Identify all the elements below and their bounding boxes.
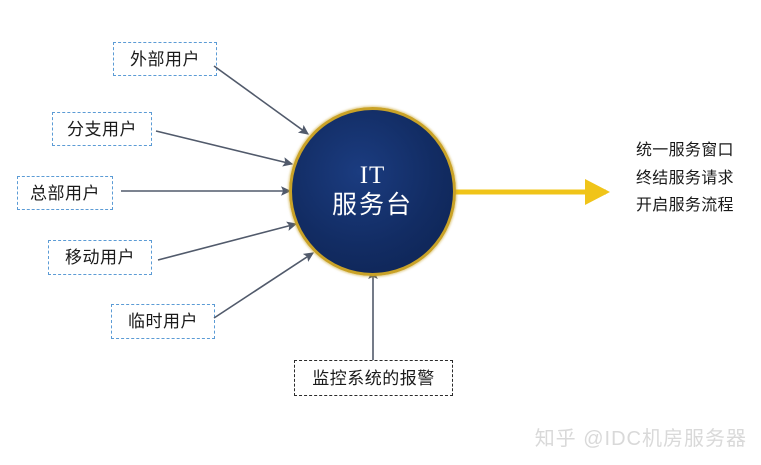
- label-text-temporary-user: 临时用户: [128, 312, 198, 331]
- label-box-temporary-user[interactable]: 临时用户: [111, 304, 215, 339]
- label-text-external-user: 外部用户: [130, 49, 200, 69]
- label-text-monitoring-alert: 监控系统的报警: [312, 368, 435, 388]
- label-box-monitoring-alert[interactable]: 监控系统的报警: [294, 360, 453, 396]
- label-box-mobile-user[interactable]: 移动用户: [48, 240, 152, 275]
- arrow-branch-user: [155, 130, 294, 167]
- arrow-external-user: [213, 65, 310, 135]
- hub-title-line-1: IT: [359, 161, 386, 189]
- it-service-desk-hub[interactable]: IT 服务台: [289, 107, 456, 276]
- label-box-external-user[interactable]: 外部用户: [113, 42, 217, 76]
- arrow-temporary-user: [213, 252, 315, 319]
- label-text-headquarters-user: 总部用户: [30, 183, 100, 203]
- label-box-branch-user[interactable]: 分支用户: [52, 112, 152, 146]
- hub-title-line-2: 服务台: [331, 191, 413, 220]
- label-text-branch-user: 分支用户: [67, 119, 137, 139]
- arrow-mobile-user: [157, 221, 298, 261]
- outcome-item-2: 终结服务请求: [636, 169, 734, 187]
- outcome-item-3: 开启服务流程: [636, 197, 734, 215]
- watermark: 知乎 @IDC机房服务器: [534, 428, 747, 450]
- label-text-mobile-user: 移动用户: [65, 248, 135, 267]
- label-box-headquarters-user[interactable]: 总部用户: [17, 176, 113, 210]
- outcome-item-1: 统一服务窗口: [636, 142, 734, 159]
- outcome-list: 统一服务窗口 终结服务请求 开启服务流程: [636, 142, 761, 215]
